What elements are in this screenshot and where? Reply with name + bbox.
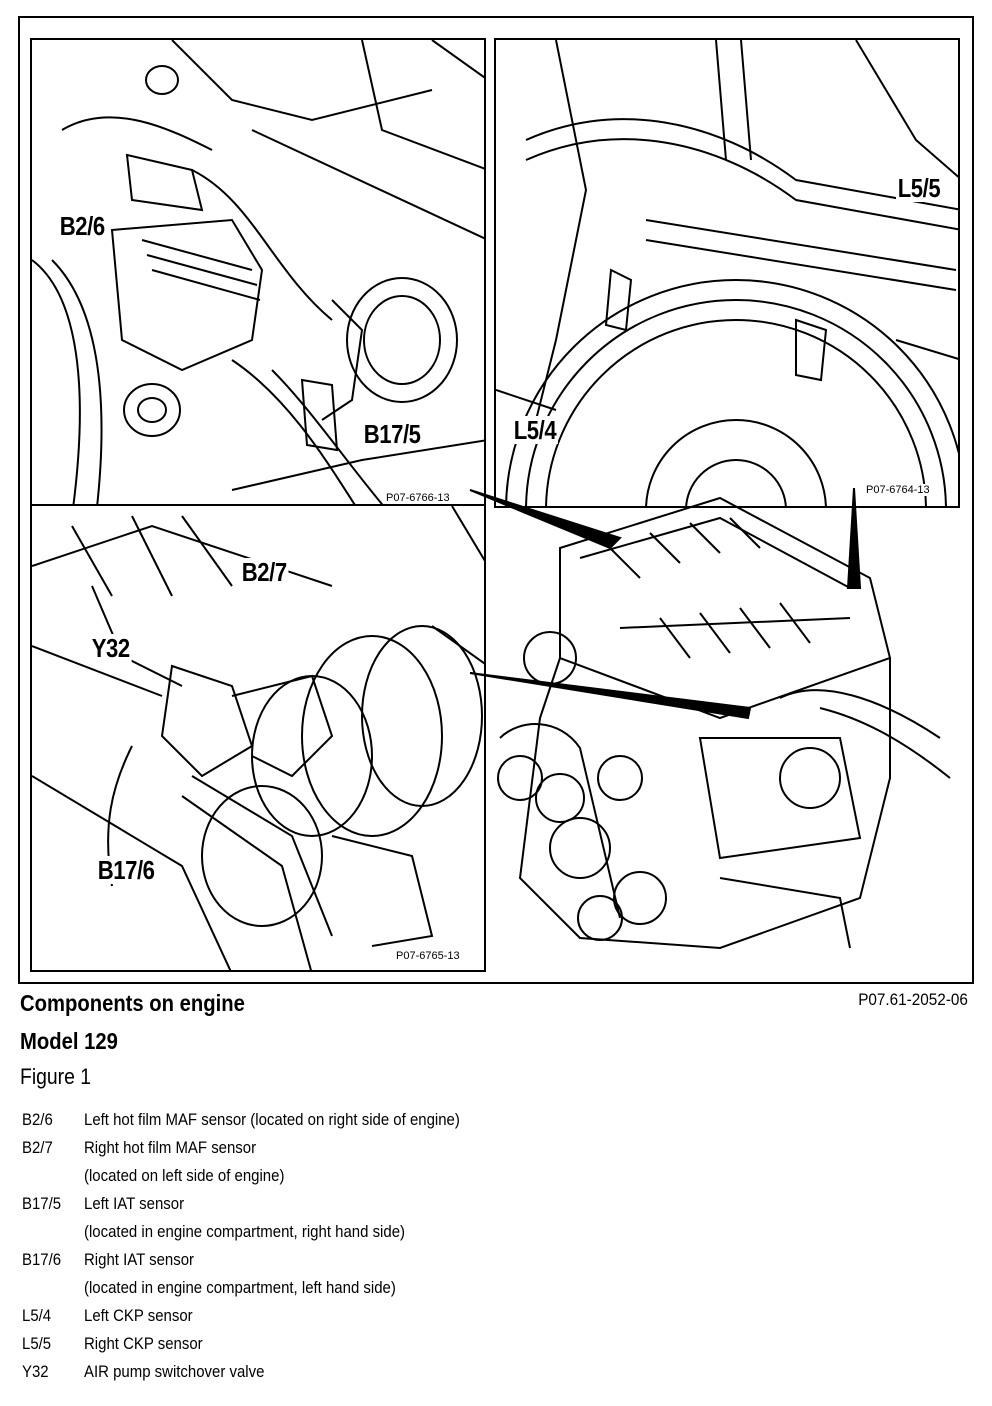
legend-description: Right IAT sensor	[84, 1250, 195, 1269]
figure-frame: B2/6 B17/5 P07-6766-13	[18, 16, 974, 984]
legend-code: L5/5	[22, 1334, 52, 1353]
legend-description: AIR pump switchover valve	[84, 1362, 265, 1381]
panel-reference-code: P07-6765-13	[394, 950, 462, 962]
legend-item-continued: (located in engine compartment, left han…	[20, 1274, 720, 1302]
figure-title: Components on engine	[20, 990, 245, 1016]
callout-b2-6: B2/6	[58, 211, 107, 241]
engine-detail-drawing-b2-6	[32, 40, 484, 512]
callout-l5-4: L5/4	[512, 415, 558, 445]
legend-description: Right CKP sensor	[84, 1334, 203, 1353]
legend-item: B17/6 Right IAT sensor	[20, 1246, 720, 1274]
engine-overview-drawing	[469, 487, 951, 950]
legend-description: (located on left side of engine)	[84, 1166, 285, 1185]
legend-description: (located in engine compartment, left han…	[84, 1278, 396, 1297]
panel-reference-code: P07-6766-13	[384, 492, 452, 504]
legend-item: B17/5 Left IAT sensor	[20, 1190, 720, 1218]
figure-number: Figure 1	[20, 1064, 92, 1089]
callout-y32: Y32	[90, 633, 132, 663]
legend-code: B17/6	[22, 1250, 62, 1269]
legend-code: B2/7	[22, 1138, 53, 1157]
legend-item-continued: (located in engine compartment, right ha…	[20, 1218, 720, 1246]
callout-b2-7: B2/7	[240, 557, 289, 587]
model-label: Model 129	[20, 1028, 118, 1054]
callout-l5-5: L5/5	[896, 173, 942, 203]
legend-item: L5/5 Right CKP sensor	[20, 1330, 720, 1358]
panel-top-right: L5/5 L5/4 P07-6764-13	[494, 38, 960, 508]
legend-code: B2/6	[22, 1110, 53, 1129]
legend-description: Right hot film MAF sensor	[84, 1138, 257, 1157]
engine-detail-drawing-ckp	[496, 40, 958, 506]
callout-b17-6: B17/6	[96, 855, 157, 885]
panel-reference-code: P07-6764-13	[864, 484, 932, 496]
legend-item: L5/4 Left CKP sensor	[20, 1302, 720, 1330]
legend-item-continued: (located on left side of engine)	[20, 1162, 720, 1190]
legend-item: B2/7 Right hot film MAF sensor	[20, 1134, 720, 1162]
callout-b17-5: B17/5	[362, 419, 423, 449]
legend-code: Y32	[22, 1362, 49, 1381]
legend-item: B2/6 Left hot film MAF sensor (located o…	[20, 1106, 720, 1134]
legend-code: B17/5	[22, 1194, 62, 1213]
legend: B2/6 Left hot film MAF sensor (located o…	[20, 1106, 720, 1386]
legend-code: L5/4	[22, 1306, 52, 1325]
legend-description: Left hot film MAF sensor (located on rig…	[84, 1110, 460, 1129]
panel-bottom-left: B2/7 Y32 B17/6 P07-6765-13	[30, 504, 486, 972]
figure-code: P07.61-2052-06	[858, 990, 968, 1009]
legend-description: (located in engine compartment, right ha…	[84, 1222, 405, 1241]
panel-top-left: B2/6 B17/5 P07-6766-13	[30, 38, 486, 514]
legend-description: Left IAT sensor	[84, 1194, 185, 1213]
legend-item: Y32 AIR pump switchover valve	[20, 1358, 720, 1386]
legend-description: Left CKP sensor	[84, 1306, 193, 1325]
